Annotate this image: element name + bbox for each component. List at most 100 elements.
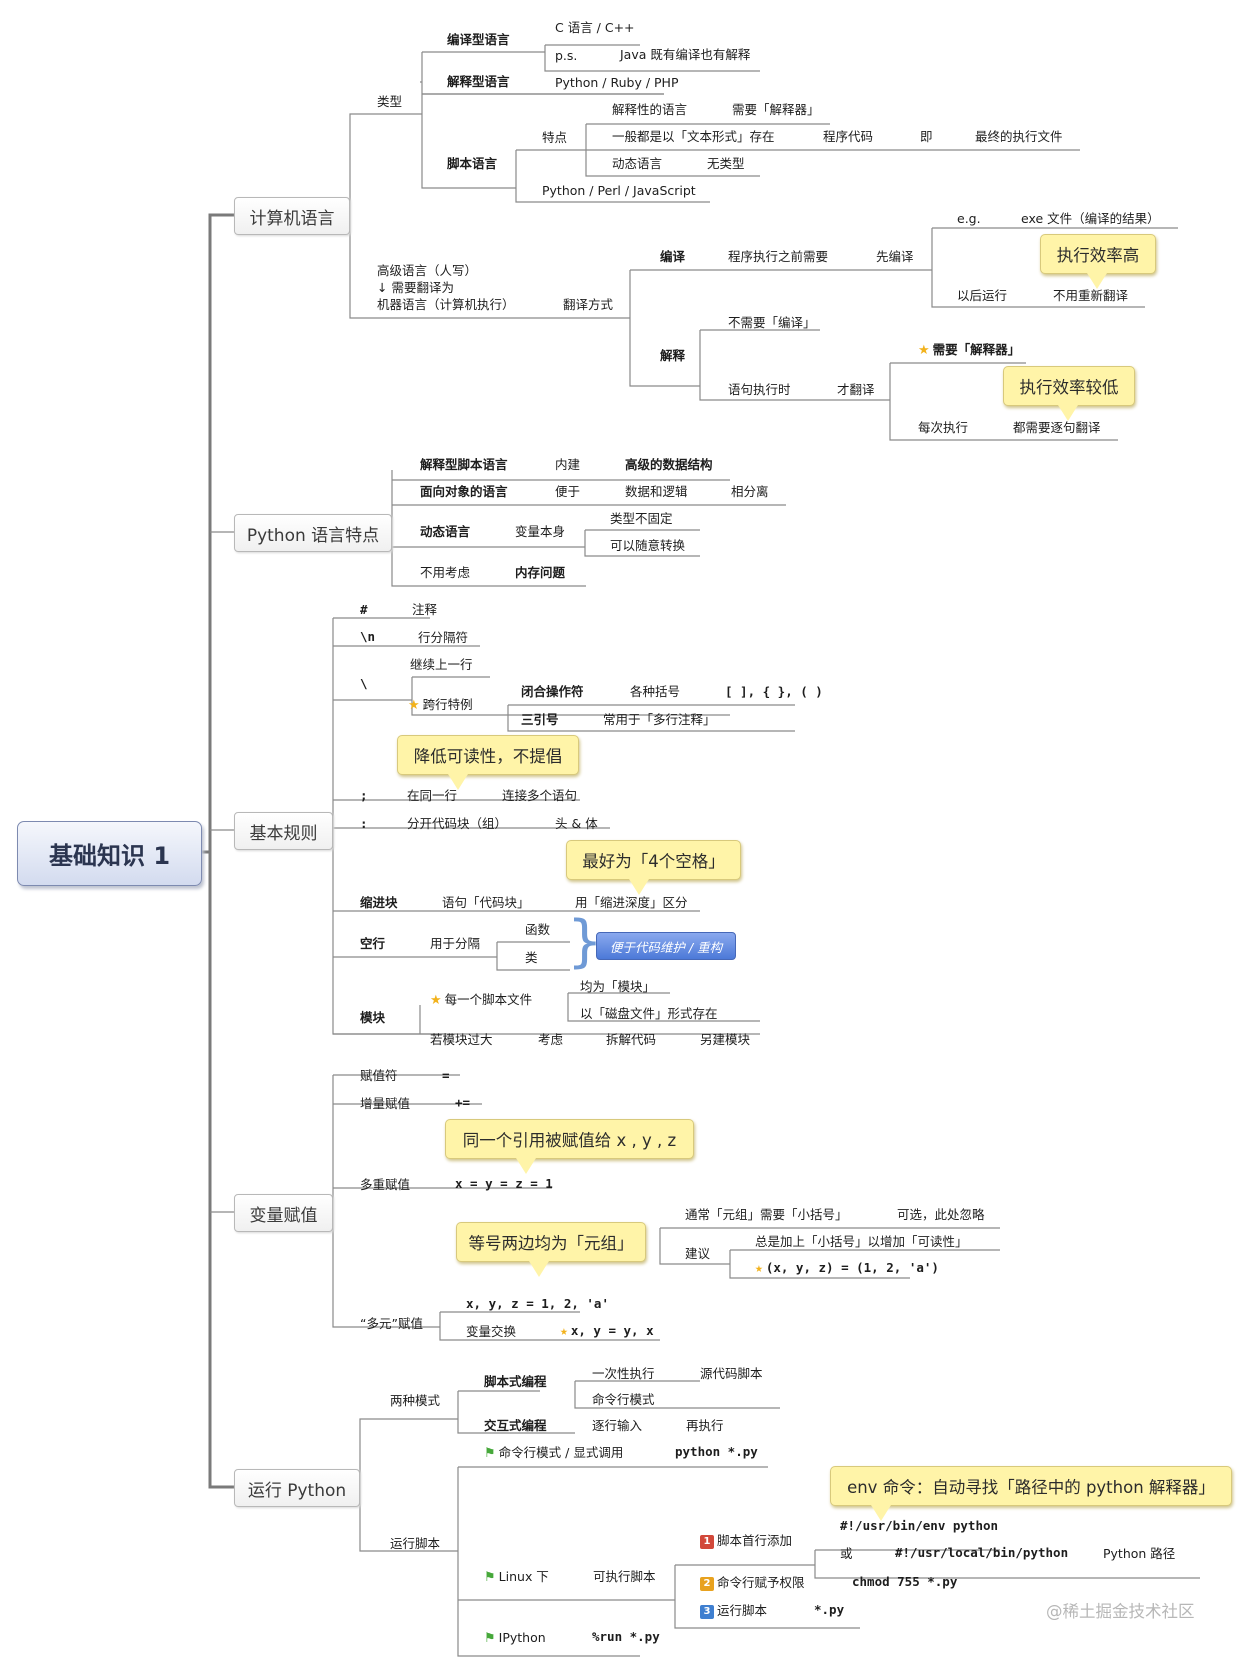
callout-high-efficiency-text: 执行效率高 <box>1056 246 1140 265</box>
root-topic[interactable]: 基础知识 1 <box>17 821 202 886</box>
node-stmt-codeblock: 语句「代码块」 <box>442 895 530 910</box>
node-multi-assign: 多重赋值 <box>360 1177 411 1192</box>
node-local-python: #!/usr/local/bin/python <box>895 1545 1069 1560</box>
callout-tail <box>871 1505 891 1521</box>
branch-variable-assignment[interactable]: 变量赋值 <box>234 1194 333 1232</box>
callout-env: env 命令：自动寻找「路径中的 python 解释器」 <box>830 1466 1232 1521</box>
node-need-interpreter: ★需要「解释器」 <box>918 342 1020 359</box>
node-assign-op: 赋值符 <box>360 1068 398 1083</box>
callout-tuple: 等号两边均为「元组」 <box>456 1222 646 1277</box>
node-interpret: 解释 <box>660 348 686 363</box>
node-chmod: chmod 755 *.py <box>852 1574 958 1589</box>
branch-run-python[interactable]: 运行 Python <box>234 1469 360 1507</box>
branch-computer-language[interactable]: 计算机语言 <box>234 197 350 235</box>
node-pf-dynamic: 动态语言 <box>420 524 471 539</box>
node-env-python: #!/usr/bin/env python <box>840 1518 999 1533</box>
node-builtin: 内建 <box>555 457 581 472</box>
callout-4spaces: 最好为「4个空格」 <box>566 840 741 895</box>
node-each-script-label: 每一个脚本文件 <box>444 992 533 1007</box>
node-backslash: \ <box>360 676 368 691</box>
node-new-module: 另建模块 <box>700 1032 751 1047</box>
node-all-modules: 均为「模块」 <box>580 979 656 994</box>
node-multi-tuple: “多元”赋值 <box>360 1316 423 1331</box>
callout-readability: 降低可读性，不提倡 <box>397 735 579 790</box>
node-plus-eq: += <box>455 1095 471 1110</box>
node-colon: : <box>360 816 368 831</box>
node-before-exec: 程序执行之前需要 <box>728 249 829 264</box>
node-function: 函数 <box>525 922 551 937</box>
node-interp-script: 解释型脚本语言 <box>420 457 508 472</box>
node-type-unfixed: 类型不固定 <box>610 511 673 526</box>
node-ji: 即 <box>920 129 933 144</box>
node-too-large: 若模块过大 <box>430 1032 493 1047</box>
callout-4spaces-text: 最好为「4个空格」 <box>582 852 725 871</box>
branch-basic-rules[interactable]: 基本规则 <box>234 812 333 850</box>
node-cmd-explicit: ⚑命令行模式 / 显式调用 <box>484 1445 623 1462</box>
node-py-perl-js: Python / Perl / JavaScript <box>542 183 696 198</box>
node-cmd-mode: 命令行模式 <box>592 1392 655 1407</box>
node-type: 类型 <box>377 94 403 109</box>
flag-icon: ⚑ <box>484 1631 496 1646</box>
branch-python-features[interactable]: Python 语言特点 <box>234 514 392 552</box>
node-program-code: 程序代码 <box>823 129 874 144</box>
node-brackets: 各种括号 <box>630 684 681 699</box>
node-executable: 可执行脚本 <box>593 1569 656 1584</box>
step-1-icon: 1 <box>700 1534 714 1549</box>
node-module: 模块 <box>360 1010 386 1025</box>
node-multiline-comment: 常用于「多行注释」 <box>603 712 716 727</box>
callout-tail <box>629 879 649 895</box>
node-xyz-1: x = y = z = 1 <box>455 1176 553 1191</box>
node-ps: p.s. <box>555 48 578 63</box>
node-closing-ops: 闭合操作符 <box>521 684 584 699</box>
node-interp-lang: 解释性的语言 <box>612 102 688 117</box>
node-line-sep: 行分隔符 <box>418 630 469 645</box>
callout-same-ref-text: 同一个引用被赋值给 x , y , z <box>462 1131 677 1150</box>
flag-icon: ⚑ <box>484 1570 496 1585</box>
callout-high-efficiency: 执行效率高 <box>1040 234 1156 289</box>
watermark: @稀土掘金技术社区 <box>1046 1602 1195 1621</box>
callout-tail <box>448 774 468 790</box>
node-star-py: *.py <box>814 1602 845 1617</box>
node-python-path: Python 路径 <box>1103 1546 1176 1561</box>
node-feature: 特点 <box>542 130 568 145</box>
maintain-pill: 便于代码维护 / 重构 <box>596 932 736 960</box>
node-tuple-need-paren: 通常「元组」需要「小括号」 <box>685 1207 848 1222</box>
node-then-trans: 才翻译 <box>837 382 875 397</box>
node-cross-line: ★跨行特例 <box>408 697 473 714</box>
node-comment: 注释 <box>412 602 438 617</box>
node-c-cpp: C 语言 / C++ <box>555 20 635 35</box>
node-grant-perm-label: 命令行赋予权限 <box>717 1575 805 1590</box>
node-py-ruby-php: Python / Ruby / PHP <box>555 75 679 90</box>
star-icon: ★ <box>560 1324 568 1339</box>
node-indent-depth: 用「缩进深度」区分 <box>575 895 688 910</box>
node-swap-example-label: x, y = y, x <box>570 1323 654 1338</box>
node-python-py: python *.py <box>675 1444 758 1459</box>
callout-readability-text: 降低可读性，不提倡 <box>413 747 563 766</box>
node-translate-way: 翻译方式 <box>563 297 614 312</box>
node-suggest: 建议 <box>685 1246 711 1261</box>
node-compile-first: 先编译 <box>876 249 914 264</box>
step-2-icon: 2 <box>700 1576 714 1591</box>
node-can-convert: 可以随意转换 <box>610 538 686 553</box>
callout-low-efficiency: 执行效率较低 <box>1003 366 1135 421</box>
node-line-input: 逐行输入 <box>592 1418 643 1433</box>
node-two-modes: 两种模式 <box>390 1393 441 1408</box>
node-ipython-label: IPython <box>498 1630 546 1645</box>
node-cmd-explicit-label: 命令行模式 / 显式调用 <box>498 1445 624 1460</box>
callout-tail <box>1087 273 1107 289</box>
node-final-exec: 最终的执行文件 <box>975 129 1063 144</box>
node-run-script: 运行脚本 <box>390 1536 441 1551</box>
node-run-step-label: 运行脚本 <box>717 1603 768 1618</box>
node-optional: 可选，此处忽略 <box>897 1207 985 1222</box>
callout-tuple-text: 等号两边均为「元组」 <box>468 1234 634 1253</box>
node-compiled: 编译型语言 <box>447 32 510 47</box>
node-linux-label: Linux 下 <box>498 1569 549 1584</box>
node-eq: = <box>442 1068 450 1083</box>
node-need-interp: 需要「解释器」 <box>732 102 820 117</box>
node-consider: 考虑 <box>538 1032 564 1047</box>
node-stmt-exec: 语句执行时 <box>728 382 791 397</box>
node-linux: ⚑Linux 下 <box>484 1569 549 1586</box>
node-continue-prev: 继续上一行 <box>410 657 473 672</box>
